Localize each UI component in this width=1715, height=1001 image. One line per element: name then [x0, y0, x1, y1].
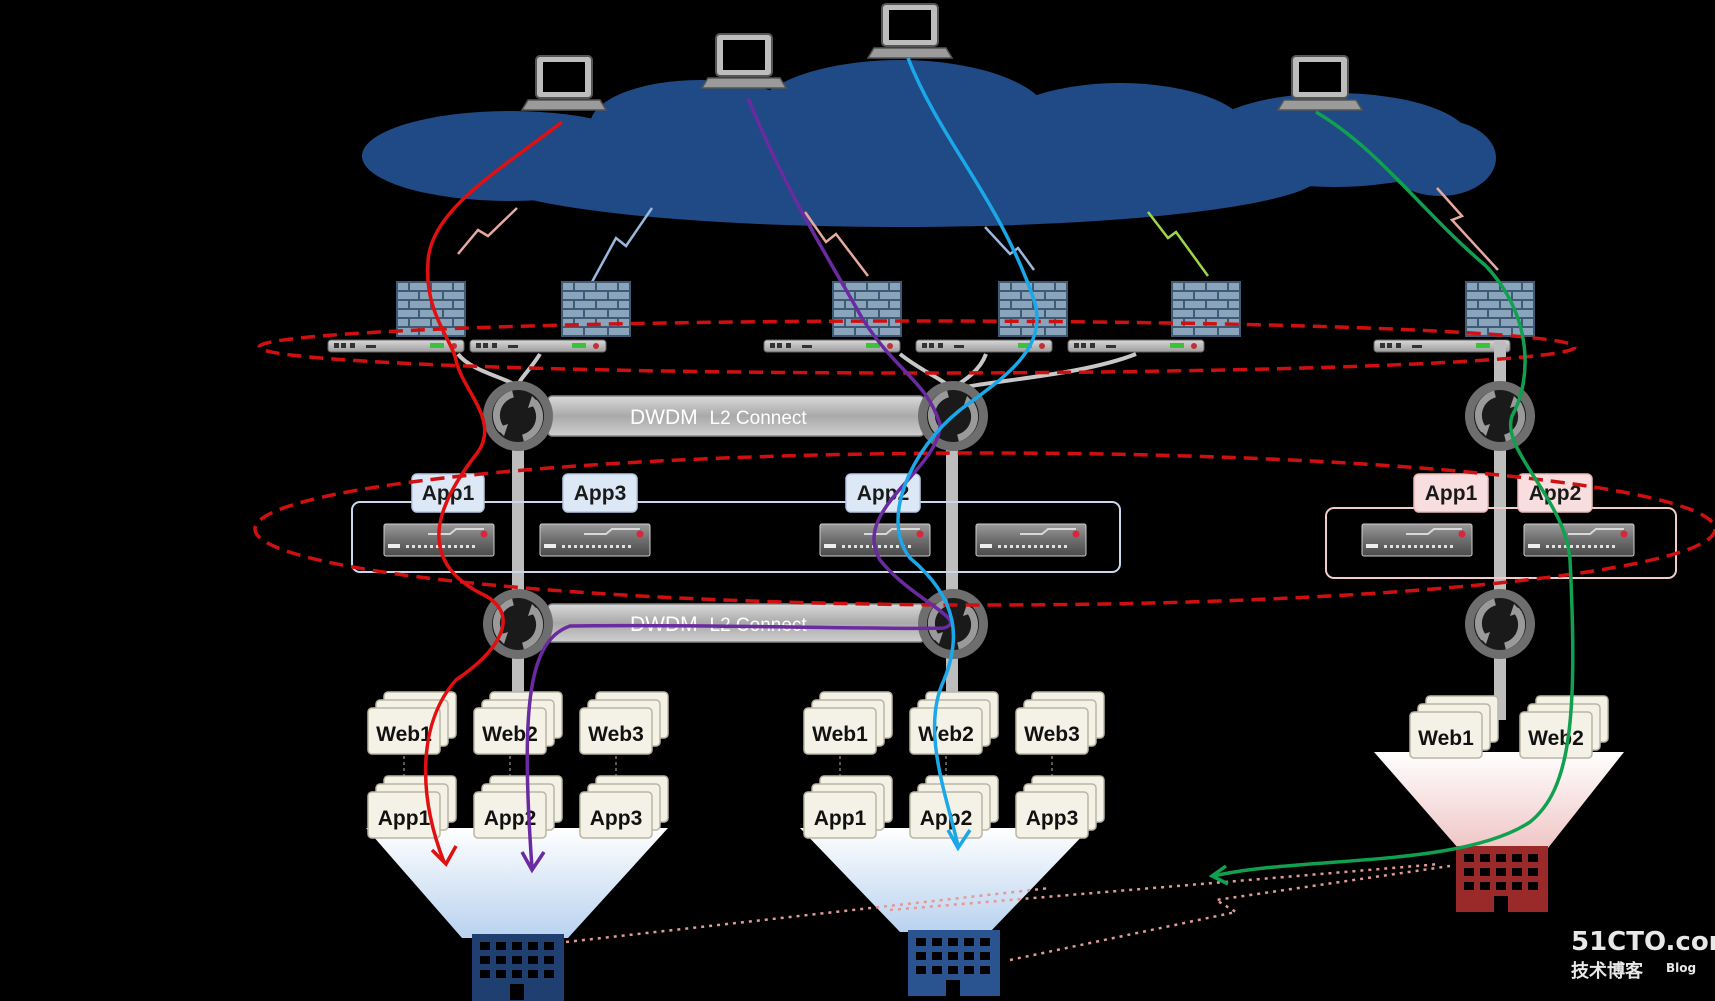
firewall-icon[interactable] [396, 281, 466, 337]
firewall-icon[interactable] [998, 281, 1068, 337]
server-icon[interactable] [975, 523, 1087, 557]
app-tag-label: App2 [857, 482, 910, 505]
server-group-b [1325, 507, 1677, 579]
internet-cloud [362, 60, 1496, 227]
app-stack[interactable]: App3 [1015, 775, 1105, 839]
svg-text:DWDM L2 Connect: DWDM L2 Connect [630, 406, 807, 429]
web-stack-label: Web1 [812, 723, 868, 746]
wan-links [457, 187, 1499, 283]
app-tag[interactable]: App3 [562, 473, 638, 513]
switch-icon[interactable] [1373, 339, 1511, 353]
web-stack[interactable]: Web3 [579, 691, 669, 780]
firewall-icon[interactable] [1465, 281, 1535, 337]
app-tag-label: App3 [574, 482, 627, 505]
web-stack[interactable]: Web3 [1015, 691, 1105, 780]
web-stack-label: Web3 [1024, 723, 1080, 746]
traffic-path-red [423, 120, 564, 863]
web-stack-label: Web2 [918, 723, 974, 746]
traffic-paths [423, 57, 1575, 886]
web-stack-label: Web2 [482, 723, 538, 746]
site-funnel [366, 828, 668, 938]
l2-ring-upper [257, 319, 1577, 375]
dwdm-upper: DWDM L2 Connect [547, 395, 925, 437]
laptop-icon[interactable] [521, 55, 607, 111]
switch-icon[interactable] [327, 339, 465, 353]
watermark-brand: 51CTO.com [1571, 927, 1715, 957]
web-stack-label: Web3 [588, 723, 644, 746]
web-stack[interactable]: Web2 [909, 691, 999, 780]
app-stack-label: App2 [920, 807, 973, 830]
router-icon[interactable] [1465, 381, 1535, 451]
web-stack[interactable]: Web1 [367, 691, 457, 780]
web-stack[interactable]: Web2 [473, 691, 563, 780]
app-stack-label: App1 [814, 807, 867, 830]
traffic-path-cyan [896, 57, 1039, 847]
app-stack[interactable]: App1 [367, 775, 457, 839]
web-stack[interactable]: Web2 [1519, 695, 1609, 759]
laptop-icon[interactable] [701, 33, 787, 89]
router-icon[interactable] [1465, 589, 1535, 659]
server-icon[interactable] [1523, 523, 1635, 557]
app-stack-label: App1 [378, 807, 431, 830]
server-icon[interactable] [1361, 523, 1473, 557]
site-funnel [800, 828, 1090, 932]
server-group-a [351, 501, 1121, 573]
web-stack[interactable]: Web1 [1409, 695, 1499, 759]
backbone-links [565, 862, 1451, 962]
switch-icon[interactable] [469, 339, 607, 353]
app-stack[interactable]: App2 [909, 775, 999, 839]
app-stack-label: App3 [1026, 807, 1079, 830]
app-tag[interactable]: App1 [1413, 473, 1489, 513]
server-icon[interactable] [539, 523, 651, 557]
building-icon[interactable] [472, 934, 564, 1001]
app-tag-label: App1 [1425, 482, 1478, 505]
web-stack[interactable]: Web1 [803, 691, 893, 780]
app-stack[interactable]: App1 [803, 775, 893, 839]
app-stack[interactable]: App2 [473, 775, 563, 839]
firewall-icon[interactable] [561, 281, 631, 337]
traffic-path-purple [525, 97, 953, 869]
web-stacks-a: Web1 Web2 Web3 Web1 Web2 Web3 [367, 691, 1105, 780]
watermark-blog: Blog [1666, 961, 1696, 975]
site-funnel [1374, 752, 1624, 848]
laptop-icon[interactable] [1277, 55, 1363, 111]
dwdm-upper-sub: L2 Connect [710, 408, 808, 429]
watermark: 51CTO.com 技术博客 Blog [1571, 927, 1715, 982]
app-stack-label: App3 [590, 807, 643, 830]
router-icon[interactable] [483, 381, 553, 451]
l2-ring-lower [253, 451, 1715, 607]
app-tag[interactable]: App1 [411, 473, 485, 513]
firewall-icon[interactable] [1171, 281, 1241, 337]
web-stack-label: Web1 [376, 723, 432, 746]
web-stack-label: Web2 [1528, 727, 1584, 750]
app-stacks-a: App1 App2 App3 App1 App2 App3 [367, 775, 1105, 839]
building-icon[interactable] [908, 930, 1000, 996]
traffic-path-green [1213, 110, 1575, 878]
app-stack-label: App2 [484, 807, 537, 830]
dwdm-upper-main: DWDM [630, 406, 698, 429]
web-stack-label: Web1 [1418, 727, 1474, 750]
dwdm-lower: DWDM L2 Connect [547, 603, 925, 643]
watermark-sub: 技术博客 [1571, 960, 1644, 982]
laptop-icon[interactable] [867, 3, 953, 59]
building-icon[interactable] [1456, 846, 1548, 912]
app-tag-label: App1 [422, 482, 475, 505]
web-stacks-b: Web1 Web2 [1409, 695, 1609, 759]
switch-icon[interactable] [1067, 339, 1205, 353]
app-stack[interactable]: App3 [579, 775, 669, 839]
